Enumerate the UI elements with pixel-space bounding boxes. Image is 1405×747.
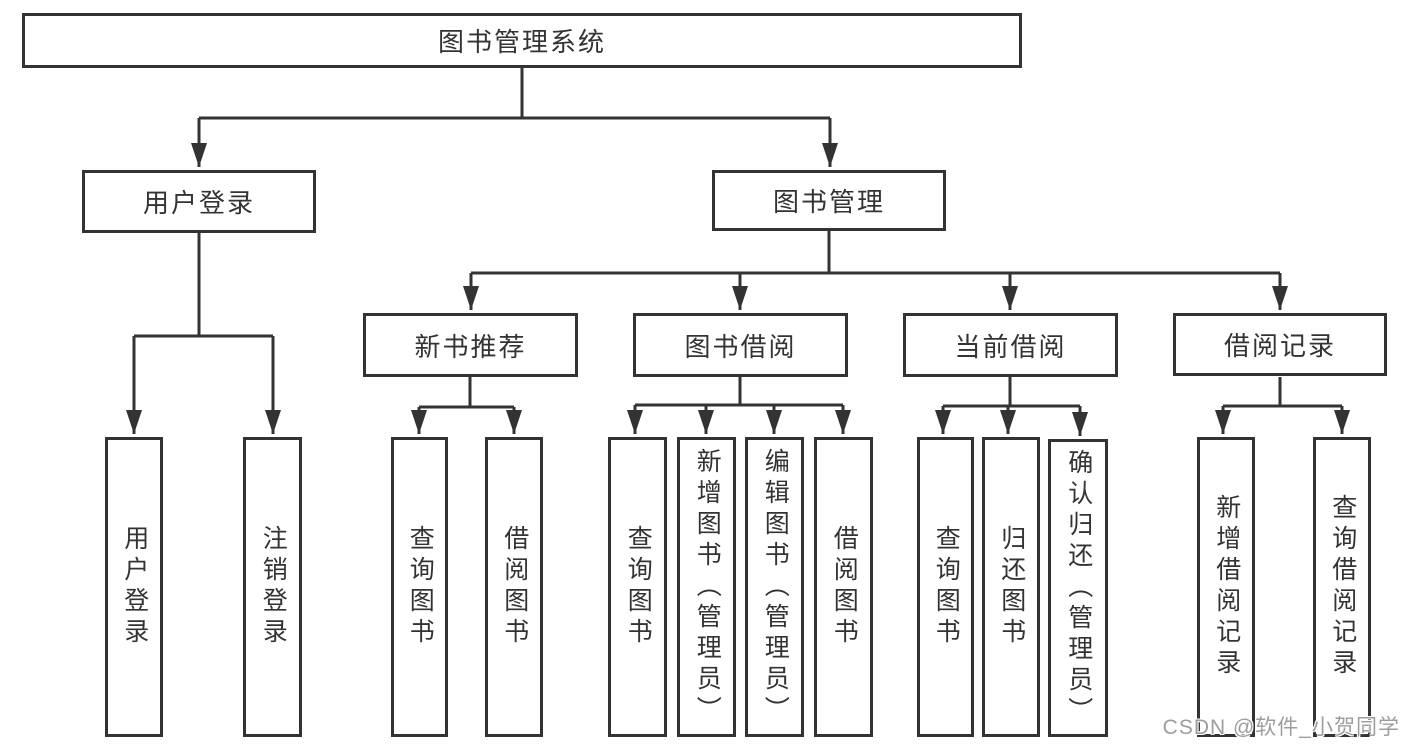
- node-root: 图书管理系统: [22, 13, 1022, 68]
- leaf-logout: 注销登录: [243, 437, 302, 737]
- leaf-query-books-recommend-label: 查询图书: [406, 525, 435, 649]
- node-borrow-records: 借阅记录: [1173, 313, 1387, 376]
- leaf-borrow-books-label: 借阅图书: [830, 525, 859, 649]
- leaf-query-borrow-record-label: 查询借阅记录: [1328, 494, 1357, 680]
- connector-current-borrow-family: [935, 377, 1088, 436]
- connector-user-login-family: [126, 233, 281, 434]
- leaf-query-books-current: 查询图书: [917, 437, 974, 737]
- node-user-login: 用户登录: [82, 170, 316, 233]
- leaf-query-borrow-record: 查询借阅记录: [1313, 437, 1371, 737]
- leaf-user-login-label: 用户登录: [120, 525, 149, 649]
- connector-root-family: [191, 68, 838, 167]
- leaf-return-book-label: 归还图书: [997, 525, 1026, 649]
- node-borrow-records-label: 借阅记录: [1223, 331, 1336, 361]
- leaf-confirm-return-admin: 确认归还（管理员）: [1048, 439, 1108, 737]
- node-user-login-label: 用户登录: [142, 188, 255, 218]
- leaf-edit-book-admin-label: 编辑图书（管理员）: [761, 447, 790, 727]
- node-current-borrow-label: 当前借阅: [954, 331, 1067, 362]
- leaf-add-book-admin: 新增图书（管理员）: [677, 437, 736, 737]
- leaf-borrow-books-recommend: 借阅图书: [485, 437, 543, 737]
- node-book-borrow-label: 图书借阅: [684, 331, 797, 362]
- leaf-borrow-books: 借阅图书: [814, 437, 873, 737]
- leaf-edit-book-admin: 编辑图书（管理员）: [745, 437, 804, 737]
- leaf-add-book-admin-label: 新增图书（管理员）: [693, 447, 722, 727]
- connector-borrow-records-family: [1215, 377, 1350, 434]
- connector-new-book-family: [411, 377, 522, 434]
- node-root-label: 图书管理系统: [437, 27, 606, 57]
- leaf-query-books-borrow: 查询图书: [608, 437, 667, 737]
- leaf-return-book: 归还图书: [982, 437, 1040, 737]
- node-book-management-label: 图书管理: [772, 187, 885, 217]
- leaf-add-borrow-record-label: 新增借阅记录: [1212, 494, 1241, 680]
- node-current-borrow: 当前借阅: [903, 313, 1118, 377]
- csdn-watermark: CSDN @软件_小贺同学: [1162, 716, 1400, 739]
- leaf-borrow-books-recommend-label: 借阅图书: [500, 525, 529, 649]
- leaf-query-books-recommend: 查询图书: [391, 437, 448, 737]
- leaf-query-books-borrow-label: 查询图书: [624, 525, 653, 649]
- node-book-management: 图书管理: [712, 170, 946, 231]
- leaf-logout-label: 注销登录: [259, 525, 288, 649]
- leaf-confirm-return-admin-label: 确认归还（管理员）: [1064, 448, 1093, 728]
- node-book-borrow: 图书借阅: [633, 313, 848, 377]
- leaf-query-books-current-label: 查询图书: [932, 525, 961, 649]
- connector-book-borrow-family: [627, 377, 851, 434]
- node-new-book-recommend: 新书推荐: [363, 313, 578, 377]
- leaf-user-login: 用户登录: [105, 437, 163, 737]
- leaf-add-borrow-record: 新增借阅记录: [1197, 437, 1255, 737]
- connector-book-management-family: [463, 231, 1288, 310]
- node-new-book-recommend-label: 新书推荐: [414, 331, 527, 362]
